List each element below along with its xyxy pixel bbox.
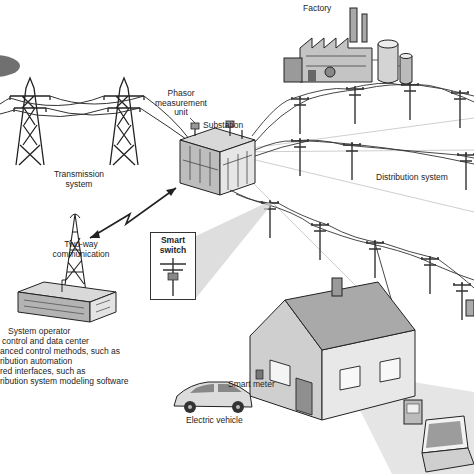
house — [296, 378, 312, 415]
house — [332, 278, 342, 296]
cloud-blob — [0, 55, 20, 77]
callout-label: red interfaces, such as — [0, 367, 150, 377]
factory — [284, 8, 412, 84]
smart-switch-callout — [168, 273, 178, 280]
edge-figure — [466, 300, 474, 316]
substation — [220, 140, 255, 195]
smart-meter-symbol — [256, 370, 263, 379]
distribution-poles — [346, 86, 364, 124]
callout-label: Phasor measurement unit — [150, 89, 212, 118]
home-devices — [404, 400, 422, 424]
transmission-towers — [10, 78, 144, 165]
substation — [180, 121, 255, 195]
callout-label: control and data center — [2, 337, 122, 347]
phasor-unit-symbol — [190, 118, 195, 123]
callout-label: Transmission system — [46, 170, 112, 189]
control-center — [18, 280, 116, 322]
communication-link — [90, 188, 176, 238]
communication-link — [90, 188, 176, 238]
factory — [306, 56, 400, 66]
home-devices — [426, 421, 463, 448]
callout-box: Smart switch — [150, 232, 196, 300]
callout-label: Factory — [303, 4, 353, 14]
substation — [183, 146, 252, 190]
smart-switch-callout — [160, 258, 186, 296]
smart-switch-callout — [196, 202, 272, 298]
transmission-towers — [104, 78, 144, 165]
distribution-poles — [291, 96, 309, 134]
callout-label: anced control methods, such as — [0, 347, 150, 357]
distribution-poles — [421, 256, 439, 294]
distribution-poles — [366, 240, 384, 278]
house — [340, 366, 360, 390]
electric-vehicle — [236, 405, 240, 409]
distribution-lines — [230, 83, 474, 302]
smart-switch-callout — [150, 202, 272, 300]
radio-tower — [70, 214, 80, 218]
electric-vehicle — [188, 405, 192, 409]
distribution-poles — [401, 82, 419, 120]
callout-label: Two-way communication — [50, 240, 112, 259]
control-center — [62, 280, 66, 292]
factory — [378, 44, 398, 83]
distribution-poles — [343, 142, 361, 180]
phasor-unit-symbol — [190, 118, 195, 123]
factory — [300, 38, 372, 82]
control-center — [90, 292, 116, 322]
callout-label: System operator — [8, 327, 118, 337]
factory — [400, 54, 412, 59]
communication-link — [90, 230, 100, 238]
home-devices — [407, 404, 419, 413]
callout-label: Smart meter — [228, 380, 288, 390]
house — [380, 358, 400, 382]
home-devices — [422, 448, 474, 472]
substation — [191, 123, 199, 129]
house — [250, 278, 415, 420]
house — [285, 282, 415, 350]
box-label: Smart switch — [151, 233, 195, 255]
factory — [308, 70, 316, 82]
callout-label: ribution automation — [0, 357, 150, 367]
smart-meter-symbol — [256, 370, 263, 379]
factory — [325, 67, 335, 77]
factory — [362, 14, 367, 42]
cloud-blob — [0, 55, 20, 77]
home-devices — [404, 400, 474, 472]
control-center — [24, 300, 110, 314]
electric-vehicle — [184, 401, 196, 413]
electric-vehicle — [232, 401, 244, 413]
edge-figure — [466, 300, 474, 316]
factory — [378, 40, 398, 48]
communication-link — [166, 188, 176, 196]
transmission-towers — [10, 78, 50, 165]
factory — [350, 8, 357, 42]
factory — [284, 58, 302, 82]
home-devices — [422, 416, 468, 453]
smart-switch-callout — [150, 232, 196, 300]
factory — [400, 56, 412, 84]
callout-label: ribution system modeling software — [0, 377, 160, 387]
callout-label: Substation — [203, 121, 253, 131]
callout-label: Distribution system — [376, 173, 466, 183]
callout-label: Electric vehicle — [186, 416, 266, 426]
distribution-lines — [230, 83, 474, 302]
